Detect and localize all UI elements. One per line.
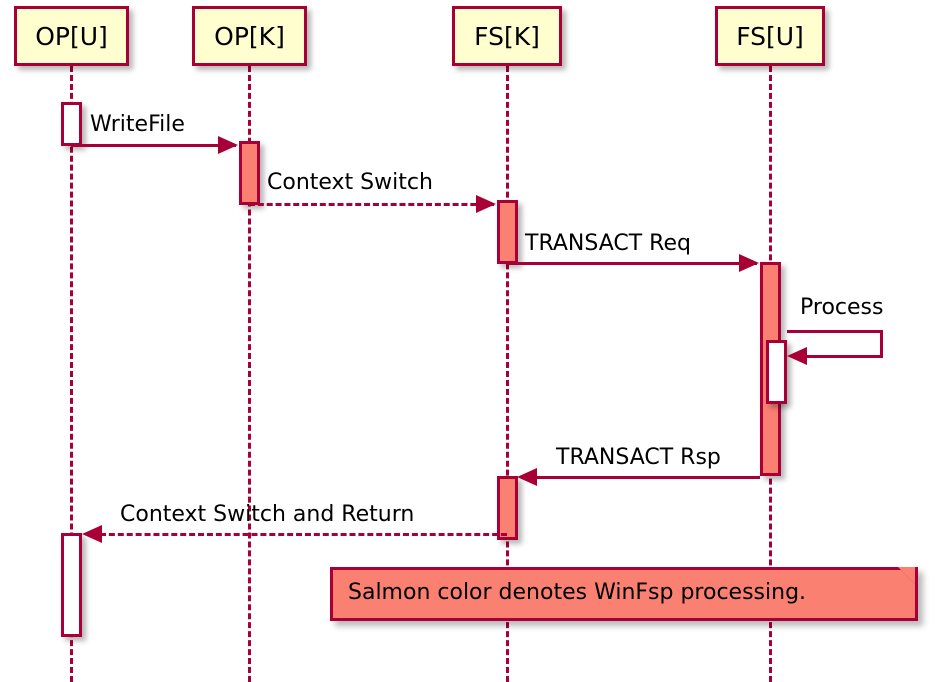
participant-fsu[interactable]: FS[U] [715, 6, 825, 66]
arrowhead-context-switch [476, 195, 496, 213]
lifeline-opu [70, 66, 73, 682]
participant-opu[interactable]: OP[U] [14, 6, 129, 66]
arrowhead-context-switch-return [82, 525, 102, 543]
participant-opk[interactable]: OP[K] [192, 6, 307, 66]
message-line-context-switch-return [100, 533, 507, 536]
participant-label: FS[K] [474, 21, 540, 51]
note-text: Salmon color denotes WinFsp processing. [348, 580, 807, 605]
arrowhead-transact-req [739, 254, 759, 272]
message-label-writefile: WriteFile [90, 112, 185, 137]
message-line-transact-rsp [535, 476, 760, 479]
note-fold-corner-inner [898, 567, 915, 584]
message-line-context-switch [249, 203, 494, 206]
participant-label: FS[U] [736, 21, 804, 51]
message-label-context-switch: Context Switch [267, 170, 433, 195]
activation-opu-writefile [61, 102, 82, 146]
message-line-transact-req [507, 262, 757, 265]
message-line-process-right [880, 330, 883, 356]
activation-fsk-response [497, 476, 518, 540]
message-label-process: Process [800, 295, 884, 320]
message-line-process-bottom [805, 355, 883, 358]
message-label-context-switch-return: Context Switch and Return [120, 502, 415, 527]
lifeline-opk [248, 66, 251, 682]
message-label-transact-req: TRANSACT Req [525, 231, 691, 256]
activation-opk [239, 141, 260, 205]
arrowhead-transact-rsp [517, 468, 537, 486]
message-label-transact-rsp: TRANSACT Rsp [556, 445, 721, 470]
lifeline-fsk [506, 66, 509, 682]
participant-label: OP[U] [35, 21, 108, 51]
activation-fsu-process [766, 340, 787, 404]
note-salmon-legend [330, 567, 918, 621]
message-line-process-top [787, 330, 883, 333]
message-line-writefile [71, 144, 236, 147]
activation-opu-return [61, 533, 82, 637]
participant-label: OP[K] [214, 21, 285, 51]
arrowhead-writefile [218, 136, 238, 154]
participant-fsk[interactable]: FS[K] [452, 6, 562, 66]
arrowhead-process [787, 347, 807, 365]
activation-fsk-request [497, 200, 518, 264]
